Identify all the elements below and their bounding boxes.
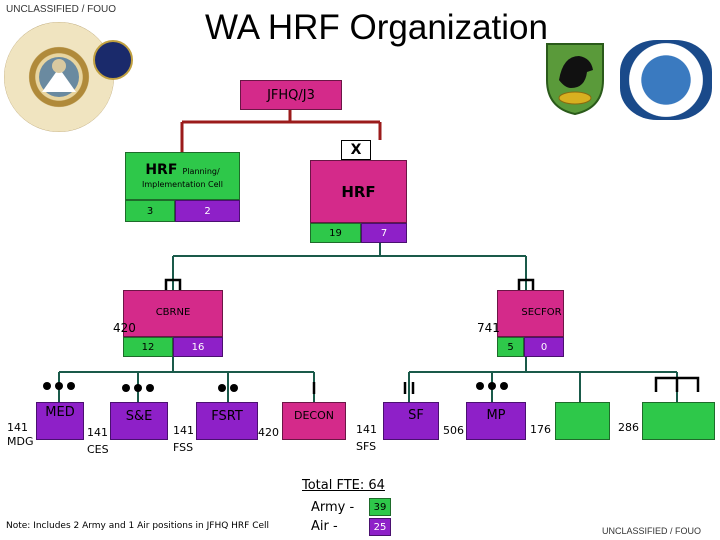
engineer-unit-number: 176	[530, 423, 551, 436]
air-total-number: 25	[373, 521, 387, 533]
planning-air-value: 2	[204, 205, 211, 217]
cbrne-army-value: 12	[141, 341, 155, 353]
planning-air-count: 2	[175, 200, 240, 222]
air-total-label: Air -	[311, 519, 338, 534]
air-wing-shield-icon	[620, 40, 712, 120]
washington-guard-seal-icon	[93, 40, 133, 80]
cbrne-unit: 420	[113, 321, 136, 335]
secfor-label: SECFOR	[521, 307, 562, 318]
med-box: MED	[36, 402, 84, 440]
secfor-air-count: 0	[524, 337, 564, 357]
med-label: MED	[45, 405, 75, 420]
cbrne-label: CBRNE	[155, 307, 191, 318]
secfor-unit: 741	[477, 321, 500, 335]
army-total-label: Army -	[311, 500, 355, 515]
planning-title-small: Planning/	[182, 166, 220, 176]
last-unit-box	[642, 402, 715, 440]
ses-box: S&E	[110, 402, 168, 440]
ses-label: S&E	[125, 409, 153, 424]
hrf-air-value: 7	[380, 227, 388, 239]
planning-title: HRF	[145, 161, 178, 178]
planning-subtitle: Implementation Cell	[141, 179, 224, 189]
sf-label: SF	[408, 408, 424, 423]
sf-unit-number: 141	[356, 423, 377, 436]
cbrne-air-count: 16	[173, 337, 223, 357]
med-unit-name: MDG	[7, 435, 34, 448]
planning-title-row: HRF Planning/	[145, 162, 219, 178]
raven-crest-icon	[545, 40, 605, 116]
ses-unit-number: 141	[87, 426, 108, 439]
hrf-planning-cell-box: HRF Planning/ Implementation Cell	[125, 152, 240, 200]
hrf-label: HRF	[341, 182, 376, 201]
fsrt-unit-number: 141	[173, 424, 194, 437]
decon-unit-number: 420	[258, 426, 279, 439]
classification-bottom: UNCLASSIFIED / FOUO	[602, 526, 702, 536]
sf-box: SF	[383, 402, 439, 440]
mp-label: MP	[486, 408, 506, 423]
planning-army-count: 3	[125, 200, 175, 222]
army-total-value: 39	[369, 498, 391, 516]
secfor-army-count: 5	[497, 337, 524, 357]
secfor-army-value: 5	[507, 341, 514, 353]
hrf-army-value: 19	[329, 227, 342, 239]
x-box-label: X	[350, 142, 362, 158]
page-title: WA HRF Organization	[205, 8, 548, 47]
mp-unit-number: 506	[443, 424, 464, 437]
fsrt-label: FSRT	[211, 409, 243, 424]
ses-unit-name: CES	[87, 443, 109, 456]
decon-label: DECON	[294, 409, 334, 422]
hrf-army-count: 19	[310, 223, 361, 243]
planning-army-value: 3	[146, 205, 154, 217]
jfhq-j3-label: JFHQ/J3	[267, 87, 315, 103]
cbrne-box: CBRNE	[123, 290, 223, 337]
mp-box: MP	[466, 402, 526, 440]
med-unit-number: 141	[7, 421, 28, 434]
jfhq-j3-box: JFHQ/J3	[240, 80, 342, 110]
total-fte-title: Total FTE: 64	[302, 478, 385, 493]
engineer-box	[555, 402, 610, 440]
hrf-air-count: 7	[361, 223, 407, 243]
cbrne-air-value: 16	[191, 341, 205, 353]
hrf-box: HRF	[310, 160, 407, 223]
classification-top: UNCLASSIFIED / FOUO	[6, 4, 117, 15]
secfor-air-value: 0	[540, 341, 548, 353]
fsrt-unit-name: FSS	[173, 441, 194, 454]
secfor-box: SECFOR	[497, 290, 564, 337]
footnote: Note: Includes 2 Army and 1 Air position…	[6, 521, 270, 531]
decon-box: DECON	[282, 402, 346, 440]
army-total-number: 39	[373, 501, 387, 513]
sf-unit-name: SFS	[356, 440, 377, 453]
fsrt-box: FSRT	[196, 402, 258, 440]
cbrne-army-count: 12	[123, 337, 173, 357]
x-box: X	[341, 140, 371, 160]
jfhq-seal-icon	[4, 22, 114, 132]
last-unit-number: 286	[618, 421, 639, 434]
air-total-value: 25	[369, 518, 391, 536]
